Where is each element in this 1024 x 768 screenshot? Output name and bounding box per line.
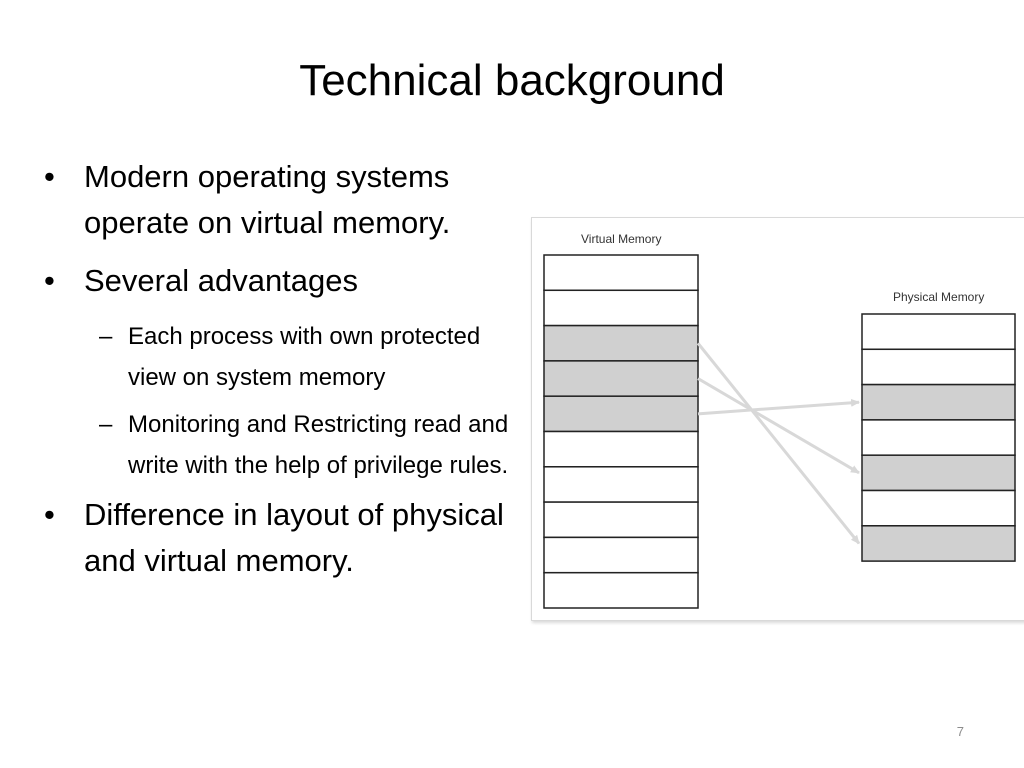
sub-bullet-item: – Monitoring and Restricting read and wr… (44, 404, 534, 486)
physical-memory-block (861, 383, 1016, 421)
virtual-memory-column (543, 254, 699, 609)
bullet-text: Difference in layout of physical and vir… (84, 497, 504, 578)
sub-bullet-marker: – (99, 323, 113, 350)
virtual-memory-label: Virtual Memory (581, 232, 661, 246)
virtual-memory-block (543, 254, 699, 292)
bullet-item: • Modern operating systems operate on vi… (44, 154, 534, 246)
memory-diagram-svg: Virtual Memory Physical Memory (543, 232, 1016, 609)
physical-memory-block (861, 419, 1016, 456)
slide-title: Technical background (299, 56, 725, 105)
physical-memory-label: Physical Memory (893, 290, 984, 304)
mapping-arrow (697, 398, 860, 416)
bullet-marker: • (44, 159, 55, 194)
virtual-memory-block (543, 324, 699, 362)
bullet-marker: • (44, 263, 55, 298)
bullet-marker: • (44, 497, 55, 532)
virtual-memory-block (543, 536, 699, 574)
virtual-memory-block (543, 360, 699, 397)
slide-number: 7 (956, 724, 964, 739)
bullet-item: • Several advantages (44, 258, 534, 304)
virtual-memory-block (543, 466, 699, 503)
virtual-memory-block (543, 289, 699, 327)
mapping-arrow (696, 342, 861, 545)
sub-bullet-marker: – (99, 411, 113, 438)
physical-memory-block (861, 348, 1016, 386)
mapping-arrow (697, 377, 860, 475)
virtual-memory-block (543, 571, 699, 609)
physical-memory-block (861, 489, 1016, 527)
sub-bullet-item: – Each process with own protected view o… (44, 316, 534, 398)
bullet-text: Modern operating systems operate on virt… (84, 159, 451, 240)
mapping-arrows (696, 342, 861, 545)
physical-memory-block (861, 313, 1016, 351)
sub-bullet-text: Each process with own protected view on … (128, 323, 481, 391)
bullet-item: • Difference in layout of physical and v… (44, 492, 534, 584)
physical-memory-block (861, 525, 1016, 562)
sub-bullet-text: Monitoring and Restricting read and writ… (128, 411, 509, 479)
physical-memory-block (861, 454, 1016, 492)
bullet-list: • Modern operating systems operate on vi… (44, 154, 534, 596)
bullet-text: Several advantages (84, 263, 359, 298)
physical-memory-column (861, 313, 1016, 562)
virtual-memory-block (543, 501, 699, 539)
memory-diagram: Virtual Memory Physical Memory (531, 217, 1024, 621)
virtual-memory-block (543, 395, 699, 433)
virtual-memory-block (543, 430, 699, 468)
